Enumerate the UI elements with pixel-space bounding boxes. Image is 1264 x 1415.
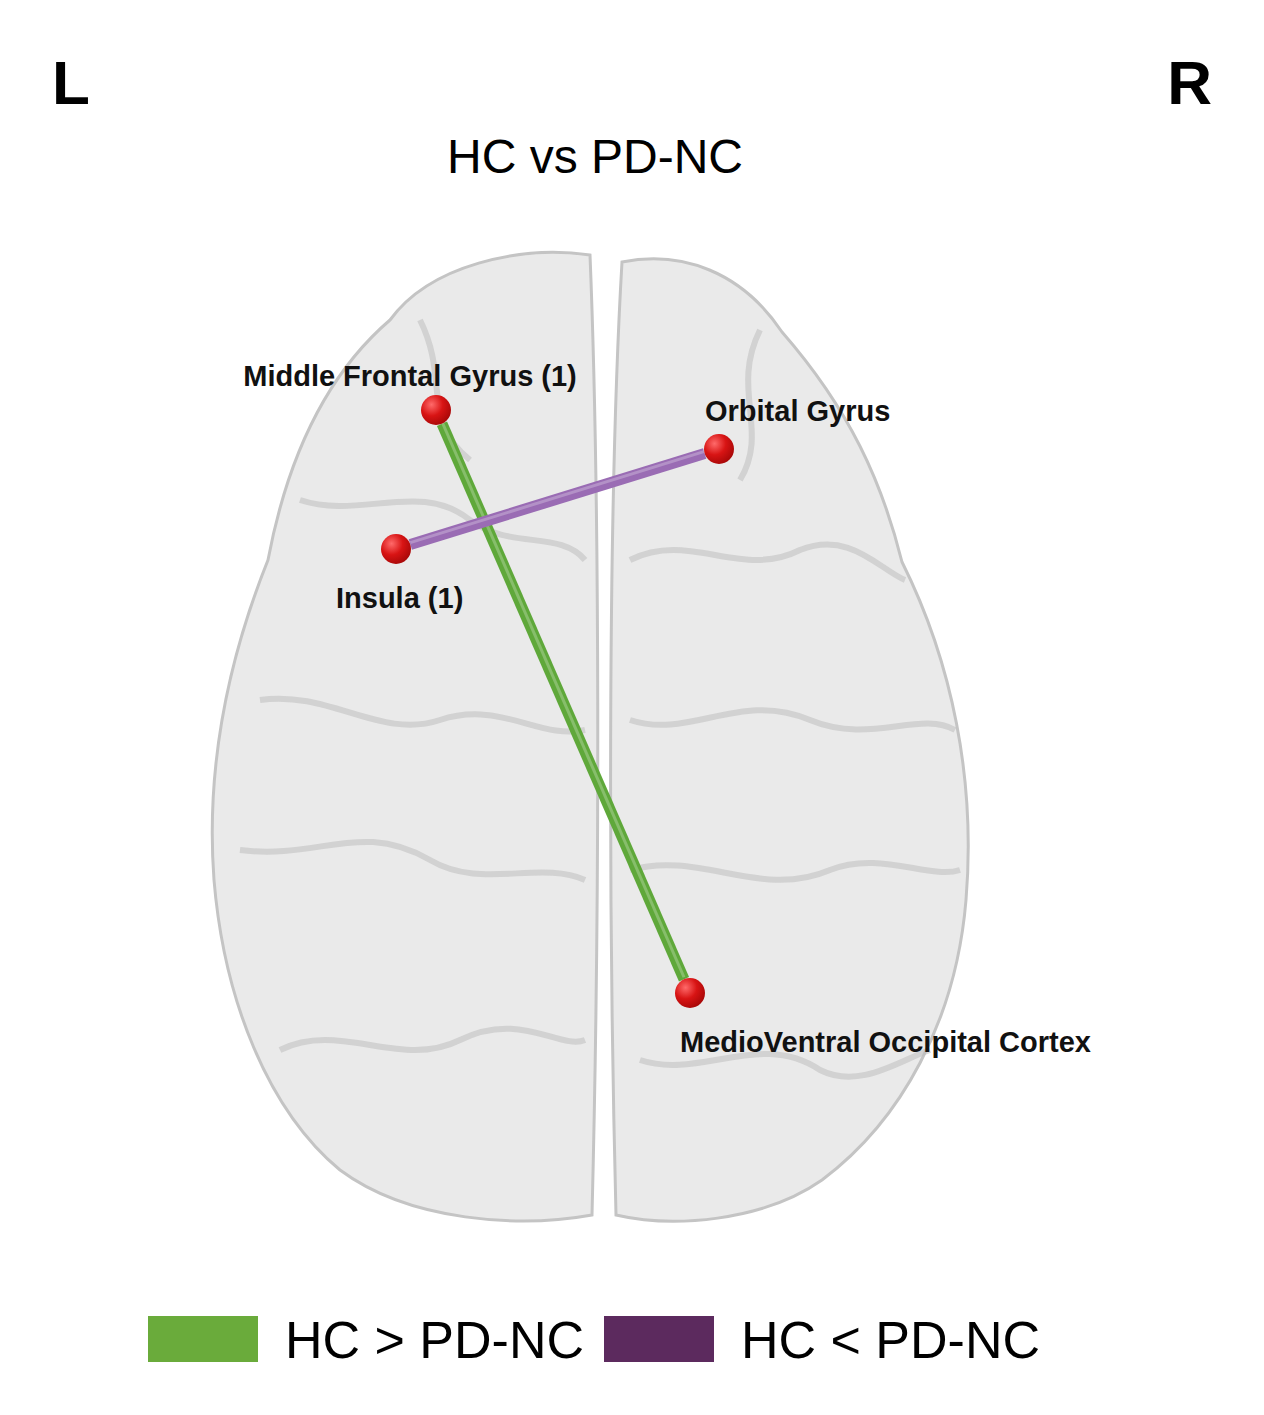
diagram-title: HC vs PD-NC <box>447 133 743 181</box>
brain-region-node: MedioVentral Occipital Cortex <box>675 978 705 1008</box>
connection-tube <box>442 422 684 979</box>
region-label: Orbital Gyrus <box>705 397 890 426</box>
brain-region-node: Orbital Gyrus <box>704 434 734 464</box>
legend-text: HC > PD-NC <box>285 1314 584 1366</box>
gyri <box>240 320 960 1077</box>
region-label: Middle Frontal Gyrus (1) <box>243 362 577 391</box>
region-label: MedioVentral Occipital Cortex <box>680 1028 1091 1057</box>
brain-region-node: Insula (1) <box>381 534 411 564</box>
connection-tube <box>410 451 704 544</box>
side-label: L <box>52 52 90 114</box>
right-hemisphere <box>611 259 969 1221</box>
side-label: R <box>1167 52 1212 114</box>
connection-highlight <box>442 422 684 977</box>
legend-swatch <box>148 1316 258 1362</box>
connection-line <box>410 453 704 544</box>
connection-highlight <box>410 451 704 542</box>
legend-swatch <box>604 1316 714 1362</box>
left-hemisphere <box>212 253 598 1221</box>
region-label: Insula (1) <box>336 584 463 613</box>
brain-region-node: Middle Frontal Gyrus (1) <box>421 395 451 425</box>
legend-text: HC < PD-NC <box>741 1314 1040 1366</box>
